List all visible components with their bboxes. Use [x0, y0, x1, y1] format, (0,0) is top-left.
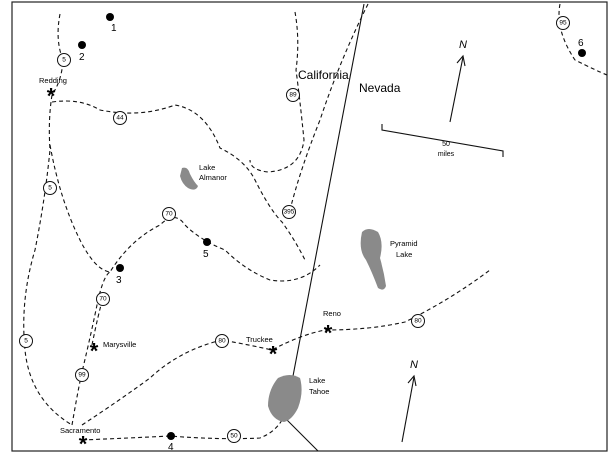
- svg-text:44: 44: [116, 115, 124, 122]
- site-2: 2: [78, 41, 86, 63]
- road-70: [49, 144, 321, 282]
- lake-label-almanor-2: Almanor: [199, 173, 227, 182]
- site-1: 1: [106, 13, 117, 34]
- svg-text:89: 89: [289, 92, 297, 99]
- state-label-nevada: Nevada: [359, 81, 401, 95]
- lake-almanor-shape: [180, 167, 198, 190]
- city-label-redding: Redding: [39, 76, 67, 85]
- road-89-north: [249, 11, 305, 173]
- site-4: 4: [167, 432, 175, 453]
- svg-text:1: 1: [111, 23, 117, 34]
- highway-70-shield-b: 70: [96, 292, 110, 306]
- city-label-reno: Reno: [323, 309, 341, 318]
- site-5: 5: [203, 238, 211, 260]
- road-395: [289, 3, 369, 211]
- lake-label-pyramid-2: Lake: [396, 250, 412, 259]
- road-44: [51, 100, 306, 261]
- state-label-california: California: [298, 68, 349, 82]
- site-3: 3: [116, 264, 124, 286]
- map-frame: [11, 1, 608, 452]
- svg-text:95: 95: [559, 20, 567, 27]
- lake-pyramid-shape: [360, 229, 386, 290]
- site-6: 6: [578, 38, 586, 57]
- city-label-sacramento: Sacramento: [60, 426, 100, 435]
- highway-99-shield: 99: [75, 368, 89, 382]
- road-99: [71, 271, 111, 426]
- north-arrow-top: N: [449, 39, 467, 123]
- highway-5-shield-mid: 5: [43, 181, 57, 195]
- highway-95-shield: 95: [556, 16, 570, 30]
- svg-text:99: 99: [78, 372, 86, 379]
- city-label-truckee: Truckee: [246, 335, 273, 344]
- lake-tahoe-shape: [268, 375, 302, 422]
- svg-text:5: 5: [48, 185, 52, 192]
- svg-text:70: 70: [99, 296, 107, 303]
- scale-value: 50: [442, 141, 450, 148]
- scale-bar: 50 miles: [381, 124, 504, 158]
- redding-star: *: [47, 84, 56, 109]
- svg-text:4: 4: [168, 442, 174, 453]
- svg-text:2: 2: [79, 52, 85, 63]
- north-label-bottom: N: [410, 359, 418, 371]
- svg-text:5: 5: [62, 57, 66, 64]
- roads: [23, 3, 608, 441]
- highway-395-shield: 395: [282, 205, 296, 219]
- svg-text:50: 50: [230, 433, 238, 440]
- north-arrow-bottom: N: [401, 359, 418, 443]
- lake-label-almanor-1: Lake: [199, 163, 215, 172]
- highway-70-shield: 70: [162, 207, 176, 221]
- svg-text:6: 6: [578, 38, 584, 49]
- highway-44-shield: 44: [113, 111, 127, 125]
- highway-80-shield-west: 80: [215, 334, 229, 348]
- lake-label-pyramid-1: Pyramid: [390, 239, 418, 248]
- svg-text:80: 80: [218, 338, 226, 345]
- lake-label-tahoe-1: Lake: [309, 376, 325, 385]
- svg-text:3: 3: [116, 275, 122, 286]
- svg-text:5: 5: [24, 338, 28, 345]
- scale-unit: miles: [438, 151, 455, 158]
- sacramento-star: *: [79, 432, 88, 457]
- svg-text:5: 5: [203, 249, 209, 260]
- highway-50-shield: 50: [227, 429, 241, 443]
- svg-text:70: 70: [165, 211, 173, 218]
- highway-89-shield: 89: [286, 88, 300, 102]
- truckee-star: *: [269, 342, 278, 367]
- road-80: [81, 269, 491, 426]
- marysville-star: *: [90, 339, 99, 364]
- svg-text:80: 80: [414, 318, 422, 325]
- highway-80-shield-east: 80: [411, 314, 425, 328]
- road-50: [81, 419, 283, 441]
- highway-5-shield-top: 5: [57, 53, 71, 67]
- north-label-top: N: [459, 39, 467, 51]
- lake-label-tahoe-2: Tahoe: [309, 387, 329, 396]
- svg-text:395: 395: [284, 209, 295, 216]
- reno-star: *: [324, 321, 333, 346]
- highway-5-shield-low: 5: [19, 334, 33, 348]
- city-label-marysville: Marysville: [103, 340, 136, 349]
